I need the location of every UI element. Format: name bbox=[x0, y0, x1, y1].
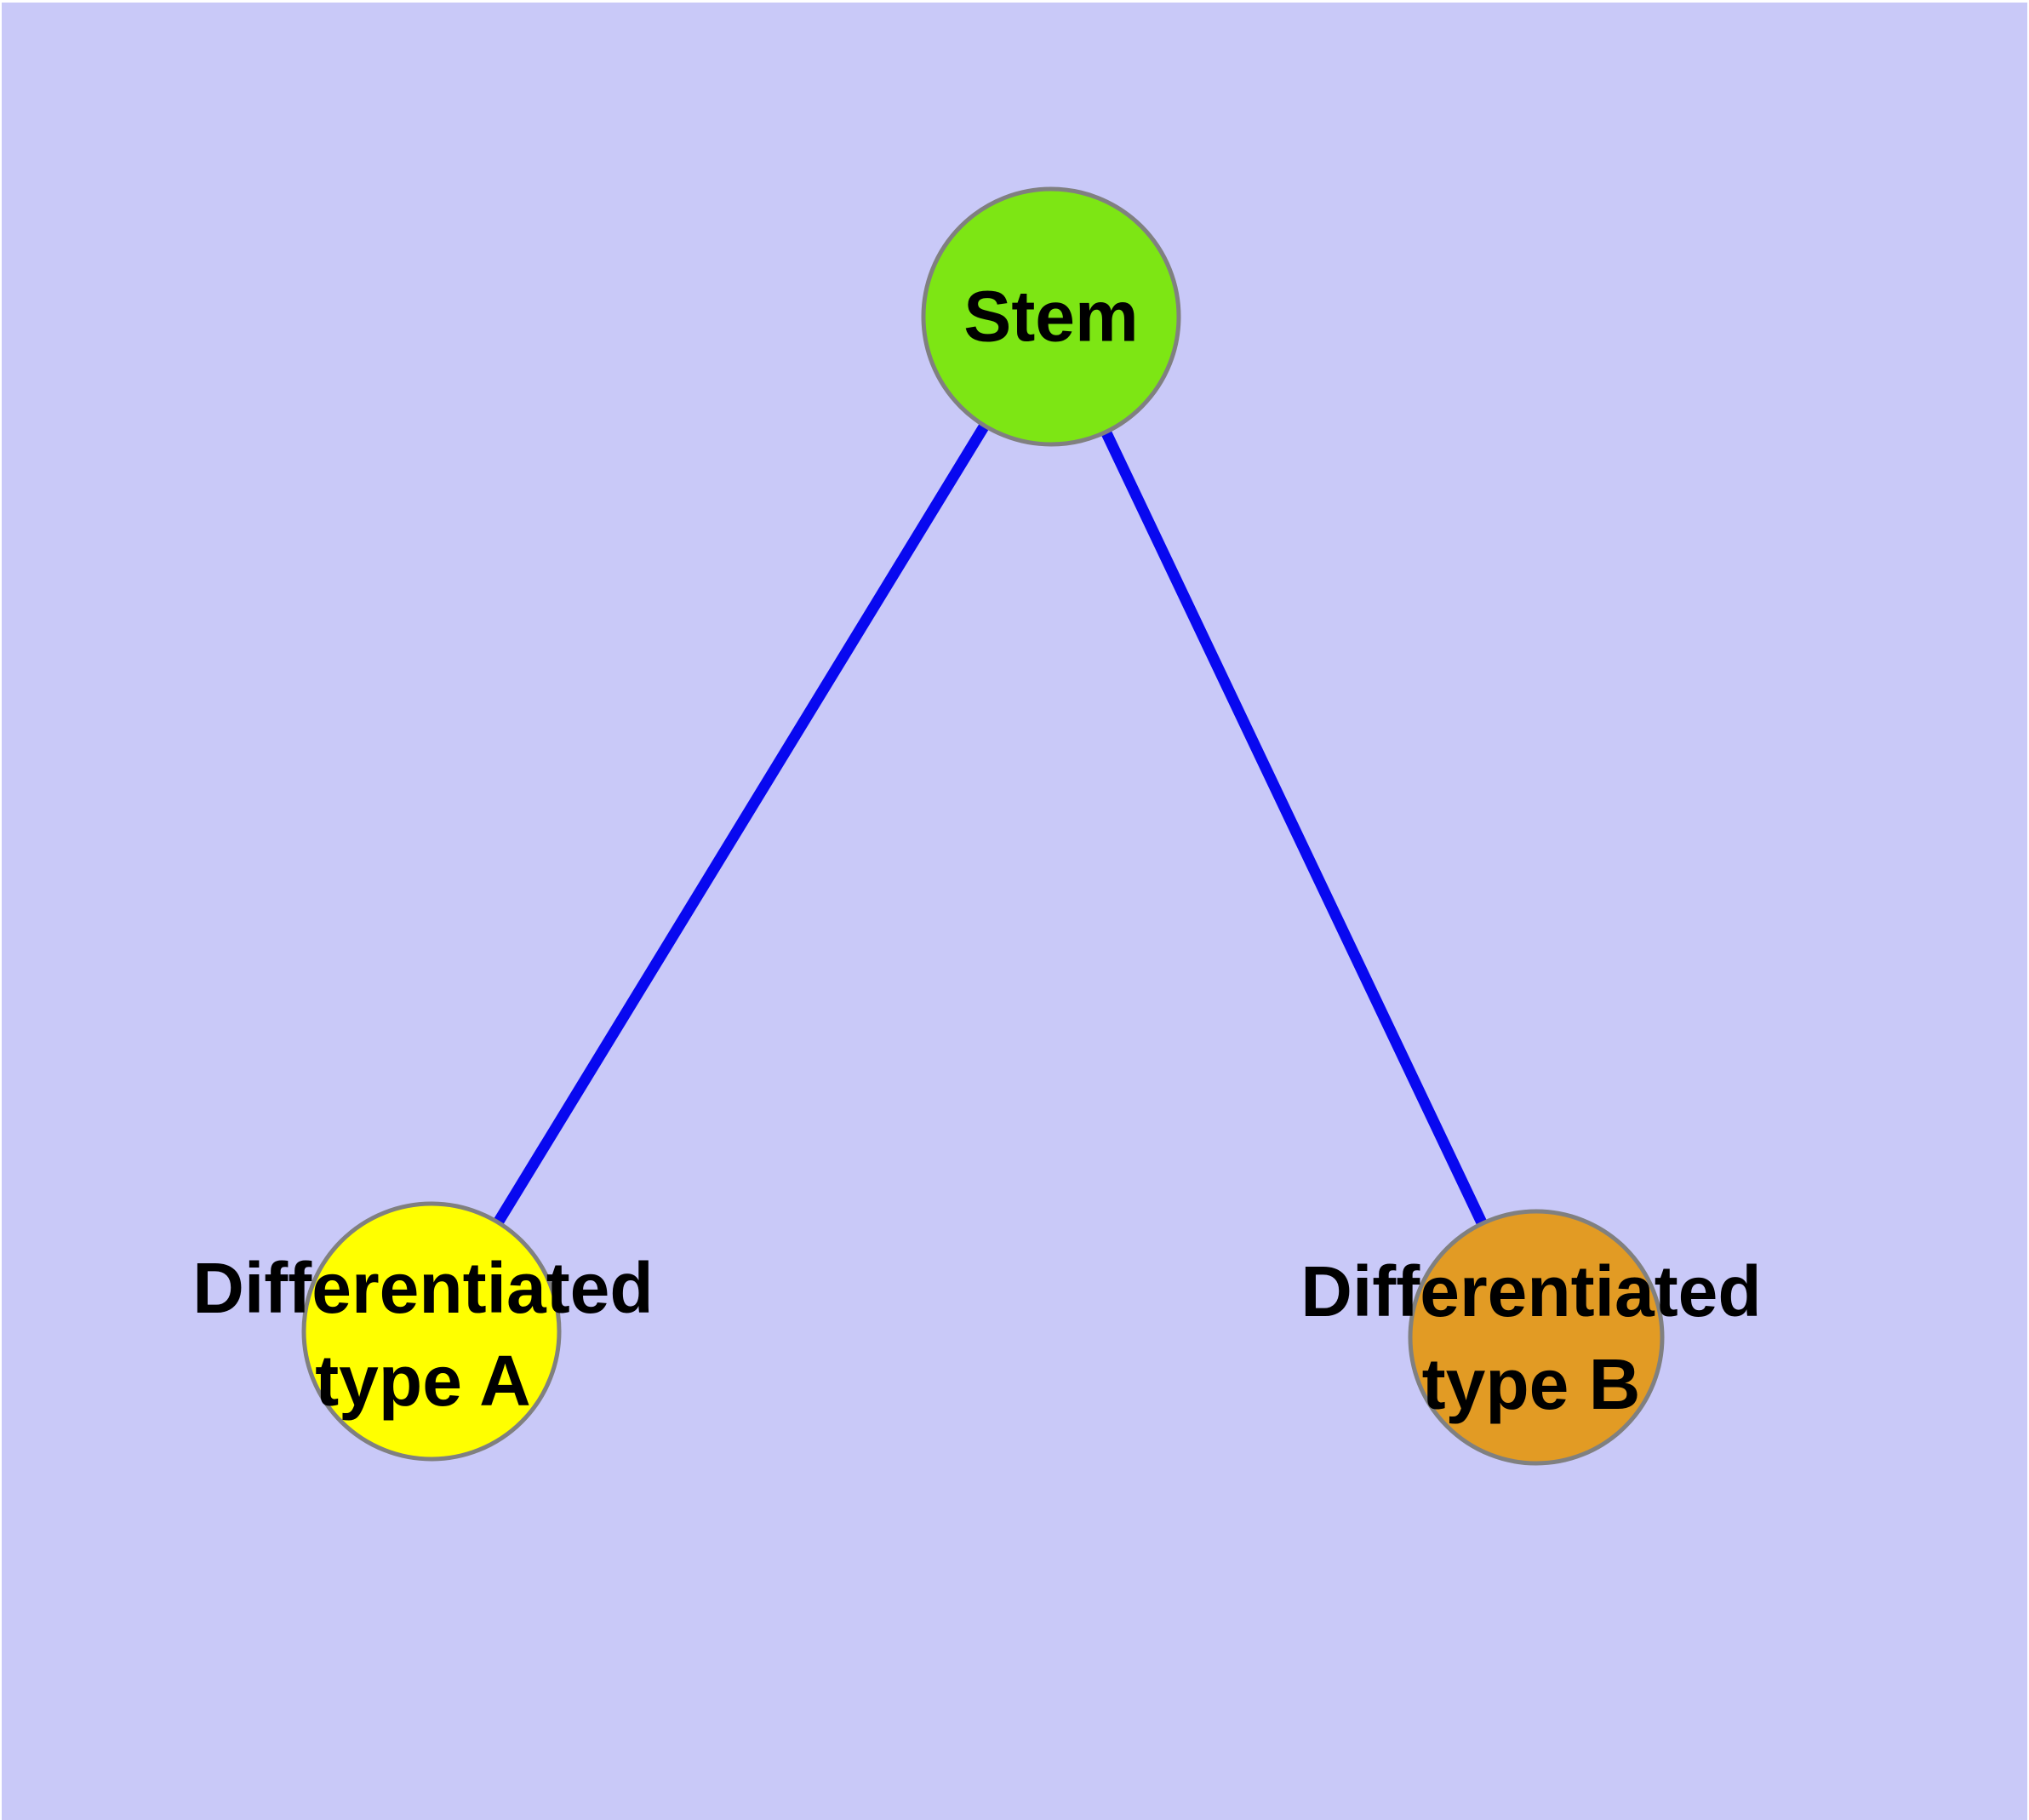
node-type-a-circle bbox=[301, 1201, 562, 1462]
edge-stem-to-type-a bbox=[426, 313, 1056, 1335]
node-stem-circle bbox=[921, 186, 1181, 447]
edge-stem-to-type-b bbox=[1046, 314, 1541, 1340]
node-type-b-circle bbox=[1408, 1209, 1665, 1466]
